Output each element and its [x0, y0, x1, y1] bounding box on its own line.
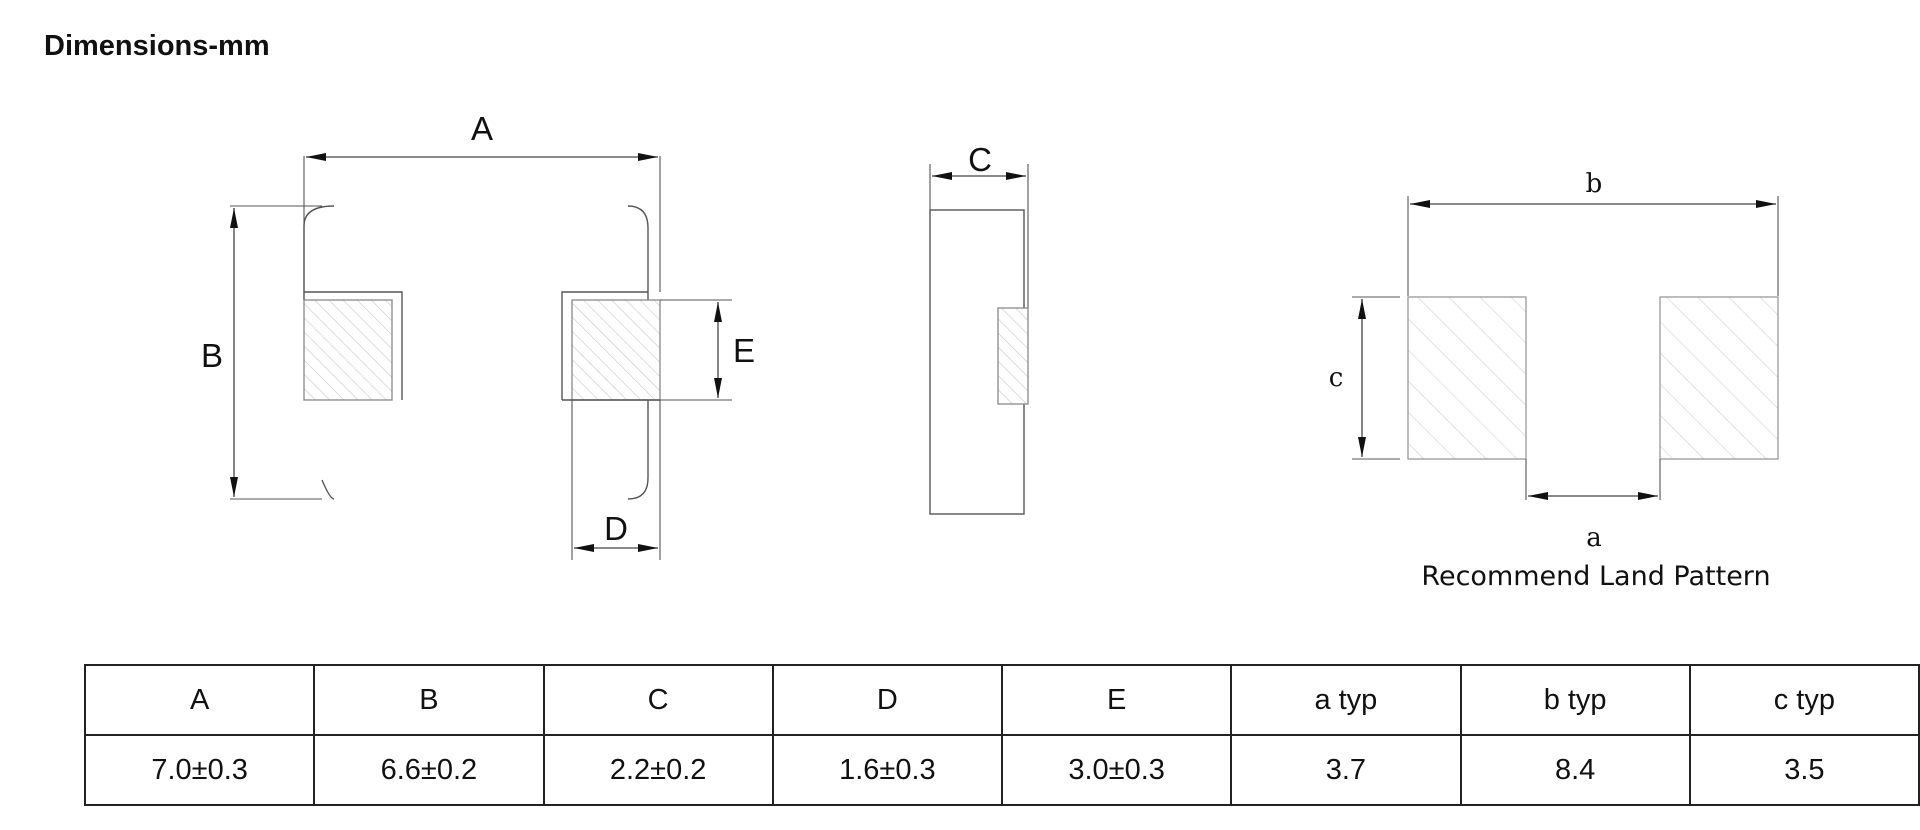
- table-header-cell: C: [542, 664, 774, 736]
- dim-b-label: B: [201, 337, 223, 374]
- side-terminal-pad: [997, 307, 1029, 405]
- dimensions-table: A B C D E a typ b typ c typ 7.0±0.3 6.6±…: [83, 664, 1920, 806]
- left-land-pad: [1407, 296, 1527, 460]
- dim-c-small-label: c: [1329, 363, 1344, 393]
- table-value-cell: 3.7: [1230, 734, 1462, 806]
- body-top-left-corner: [303, 205, 335, 300]
- table-value-cell: 8.4: [1459, 734, 1691, 806]
- table-header-cell: A: [83, 664, 316, 736]
- side-view: C: [929, 141, 1029, 515]
- table-header-cell: D: [771, 664, 1004, 736]
- right-terminal-pad: [571, 299, 661, 401]
- table-value-cell: 3.0±0.3: [1000, 734, 1233, 806]
- table-row: 7.0±0.3 6.6±0.2 2.2±0.2 1.6±0.3 3.0±0.3 …: [83, 734, 1920, 806]
- table-value-cell: 7.0±0.3: [83, 734, 316, 806]
- left-terminal-outline: [304, 291, 403, 400]
- body-bottom-left-corner: [321, 479, 335, 500]
- right-land-pad: [1659, 296, 1779, 460]
- table-header-cell: c typ: [1688, 664, 1920, 736]
- body-top-right-corner: [627, 205, 649, 300]
- dim-d-label: D: [604, 510, 628, 547]
- table-value-cell: 3.5: [1688, 734, 1920, 806]
- right-terminal-outline: [561, 291, 648, 400]
- table-header-cell: b typ: [1459, 664, 1691, 736]
- dim-b-small-label: b: [1586, 169, 1603, 199]
- body-bottom-right-corner: [627, 400, 649, 500]
- top-view: A B E D: [201, 110, 755, 560]
- dim-a-label: A: [471, 110, 493, 147]
- dim-a-small-label: a: [1586, 523, 1602, 553]
- dim-e-label: E: [733, 332, 755, 369]
- page-title: Dimensions-mm: [44, 30, 270, 62]
- dimension-drawing: A B E D C: [201, 110, 1779, 592]
- table-header-row: A B C D E a typ b typ c typ: [83, 664, 1920, 736]
- table-header-cell: a typ: [1230, 664, 1462, 736]
- table-header-cell: B: [313, 664, 545, 736]
- land-pattern: b c a Recommend Land Pattern: [1329, 169, 1779, 592]
- dim-c-label: C: [968, 141, 992, 178]
- table-value-cell: 6.6±0.2: [313, 734, 545, 806]
- table-value-cell: 2.2±0.2: [542, 734, 774, 806]
- table-header-cell: E: [1000, 664, 1233, 736]
- land-pattern-caption: Recommend Land Pattern: [1421, 561, 1770, 592]
- table-value-cell: 1.6±0.3: [771, 734, 1004, 806]
- left-terminal-pad: [303, 299, 393, 401]
